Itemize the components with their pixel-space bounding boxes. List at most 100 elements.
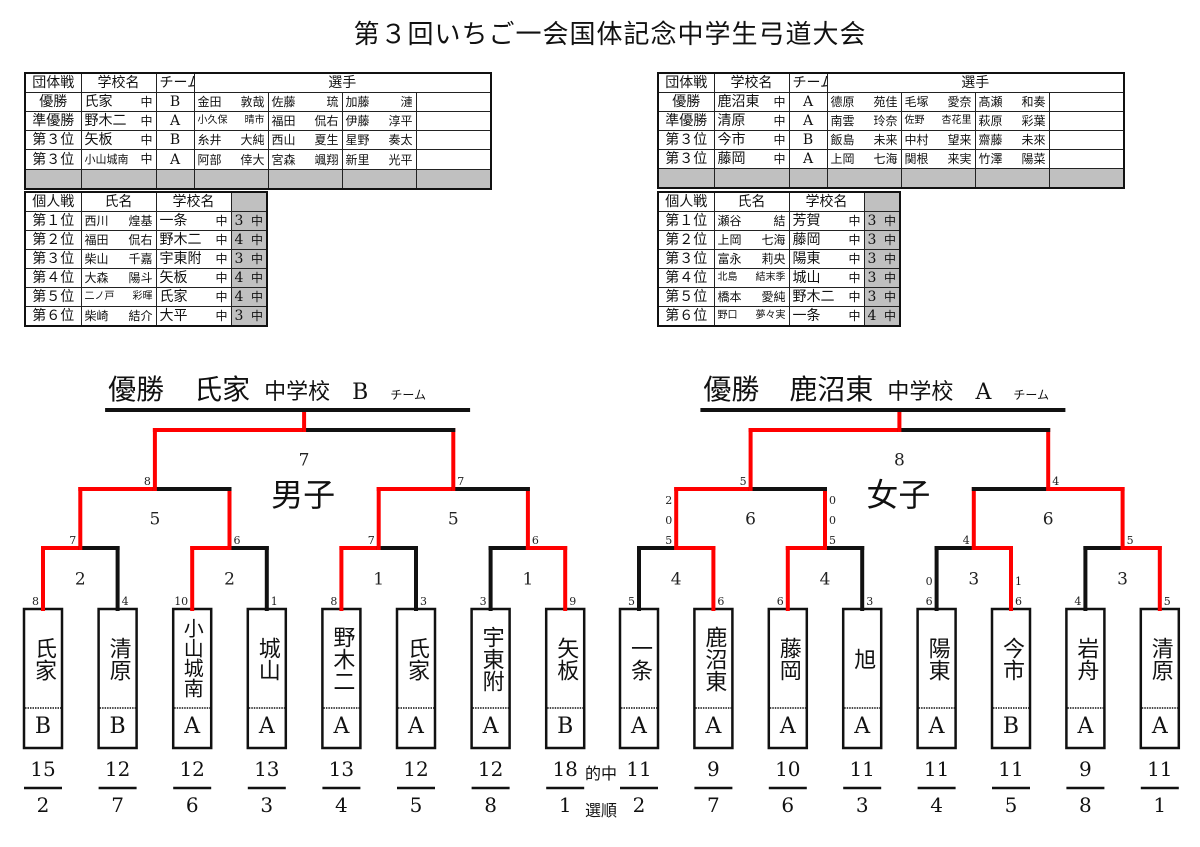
person-name: 齋藤未來 (979, 132, 1046, 149)
match-number: 1 (522, 570, 533, 590)
person-name: 上岡七海 (831, 151, 898, 168)
score-label: 6 (234, 534, 241, 547)
entry-box (171, 607, 213, 750)
table-header-row: 団体戦学校名チーム選手 (24, 72, 492, 93)
given-name: 彩葉 (1021, 114, 1046, 128)
given-name: 陽斗 (128, 271, 153, 285)
person-name: 髙瀬和奏 (979, 94, 1046, 111)
school: 鹿沼東 (717, 94, 760, 110)
family-name: 佐野 (904, 115, 925, 126)
school-cell: 野木二中 (788, 287, 865, 307)
given-name: 侃右 (128, 233, 153, 247)
school-suffix: 中 (773, 133, 786, 147)
school-cell: 城山中 (788, 268, 865, 288)
school-suffix: 中 (215, 252, 228, 266)
place: 第３位 (657, 149, 715, 169)
family-name: 星野 (345, 133, 370, 147)
person-name: 福田侃右 (271, 113, 339, 130)
page-title: 第３回いちご一会国体記念中学生弓道大会 (353, 20, 867, 50)
family-name: 竹澤 (978, 152, 1003, 166)
grade-suffix: 中 (883, 271, 896, 285)
score-label: 0 (926, 575, 933, 588)
given-name: 奏太 (388, 133, 413, 147)
score-label: 1 (271, 595, 278, 608)
family-name: 北島 (717, 272, 738, 283)
entry-hits: 9 (1079, 757, 1092, 781)
grade-suffix: 中 (883, 290, 896, 304)
school-name: 野木二中 (793, 289, 861, 306)
school-name: 藤岡中 (793, 232, 861, 249)
entry-school: 鹿沼東 (701, 626, 727, 692)
school-suffix: 中 (140, 133, 153, 147)
school: 城山 (792, 270, 821, 286)
entry-box (693, 607, 734, 750)
header-event: 団体戦 (24, 72, 82, 93)
family-name: 瀬谷 (717, 214, 742, 228)
match-number: 6 (745, 510, 756, 530)
family-name: 二ノ戸 (84, 291, 115, 302)
entry-hits: 13 (328, 757, 355, 781)
champion-suffix: 中学校 (887, 380, 954, 405)
family-name: 上岡 (717, 233, 742, 247)
player-cell: 糸井大純 (193, 130, 269, 150)
header-event: 団体戦 (657, 72, 715, 93)
match-number: 6 (1043, 510, 1054, 530)
entry-order: 8 (484, 793, 497, 817)
school-name: 氏家中 (85, 94, 153, 111)
school-name: 野木二中 (160, 232, 228, 249)
school: 矢板 (84, 132, 113, 148)
school-name: 一条中 (793, 307, 861, 325)
given-name: 淳平 (388, 114, 413, 128)
given-name: 颯翔 (314, 152, 339, 167)
grade-number: 4 (234, 289, 244, 305)
score-label: 5 (1127, 534, 1134, 547)
entry-hits: 11 (1147, 757, 1173, 781)
entry-box (1065, 607, 1106, 750)
score-label: 4 (1052, 475, 1059, 488)
spacer-row (24, 169, 492, 190)
school-name: 芳賀中 (793, 213, 861, 230)
entry-school: 宇東附 (478, 626, 504, 692)
given-name: 七海 (761, 233, 786, 247)
table-header-row: 個人戦氏名学校名 (24, 191, 268, 212)
family-name: 福田 (271, 114, 296, 128)
person-name: 加藤漣 (346, 94, 413, 111)
entry-hits: 18 (552, 757, 578, 781)
entry-hits: 13 (254, 757, 280, 781)
girls-team-results-table: 団体戦学校名チーム選手優勝鹿沼東中A德原苑佳毛塚愛奈髙瀬和奏準優勝清原中A南雲玲… (657, 72, 1125, 189)
person-name: 関根来実 (905, 151, 972, 168)
given-name: 倖大 (240, 152, 265, 167)
entry-team: A (408, 714, 424, 739)
entry-order: 7 (111, 793, 124, 817)
grade-number: 3 (867, 270, 877, 286)
match-number: 2 (224, 570, 235, 590)
school-suffix: 中 (140, 95, 153, 109)
score-label: 6 (777, 595, 784, 608)
family-name: 富永 (717, 252, 742, 266)
champion-label: 優勝 (108, 373, 165, 406)
given-name: 望来 (947, 133, 972, 147)
blank-cell (415, 169, 492, 190)
family-name: 金田 (197, 95, 222, 109)
entry-hits: 12 (403, 757, 429, 781)
person-name: 糸井大純 (198, 132, 265, 149)
entry-order: 8 (1079, 793, 1092, 817)
entry-box (841, 607, 883, 750)
school-name: 小山城南中 (85, 151, 153, 169)
match-number: 2 (75, 570, 86, 590)
person-name: 中村望来 (905, 132, 972, 149)
school: 氏家 (159, 289, 188, 305)
school: 一条 (792, 308, 821, 324)
